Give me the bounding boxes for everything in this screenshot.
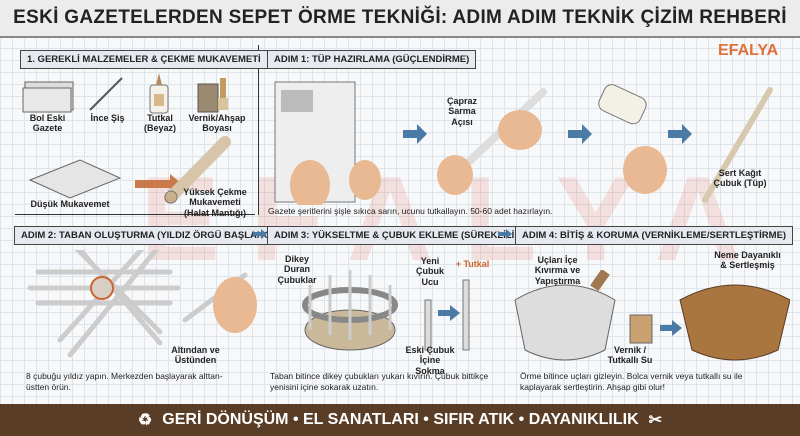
varnish-can-icon [197,78,228,113]
skewer-icon [89,77,123,111]
footer-text: GERİ DÖNÜŞÜM • EL SANATLARI • SIFIR ATIK… [162,411,639,428]
joined-tube-icon [462,279,470,351]
step1-label: ADIM 1: TÜP HAZIRLAMA (GÜÇLENDİRME) [267,50,477,69]
tube-icon [424,299,432,351]
divider [258,45,259,215]
brush-icon [590,270,610,292]
step4-illustration [514,270,790,361]
low-strength-label: Düşük Mukavemet [30,199,110,209]
raw-basket-icon [514,284,616,361]
step4-label: ADIM 4: BİTİŞ & KORUMA (VERNİKLEME/SERTL… [515,226,794,245]
glue-bottle-icon [149,73,169,114]
varnish-can-icon [629,314,653,344]
page-title: ESKİ GAZETELERDEN SEPET ÖRME TEKNİĞİ: AD… [0,0,800,38]
high-strength-label: Yüksek Çekme Mukavemeti (Halat Mantığı) [183,187,247,218]
step4-text: Örme bitince uçları gizleyin. Bolca vern… [520,371,743,392]
newspaper-stack-icon [22,81,74,113]
step2-text: 8 çubuğu yıldız yapın. Merkezden başlaya… [26,371,223,392]
rolled-tube-icon [164,136,231,204]
brand-logo: EFALYA [718,42,779,59]
material-glue: Tutkal (Beyaz) [143,113,176,134]
step3-illustration [302,270,470,351]
materials-label: 1. GEREKLİ MALZEMELER & ÇEKME MUKAVEMETİ [20,50,268,69]
divider [15,214,255,215]
step1-text: Gazete şeritlerini şişle sıkıca sarın, u… [268,206,553,216]
tube-result-label: Sert Kağıt Çubuk (Tüp) [713,168,767,189]
vertical-rods-label: Dikey Duran Çubuklar [277,254,317,285]
arrow-icon [568,124,592,144]
hand-icon [213,277,257,333]
material-skewer: İnce Şiş [90,113,125,123]
material-newspaper: Bol Eski Gazete [29,113,66,134]
footer-bar: ♻ GERİ DÖNÜŞÜM • EL SANATLARI • SIFIR AT… [0,404,800,436]
glue-label: + Tutkal [455,259,490,269]
arrow-icon [135,174,182,194]
step3-text: Taban bitince dikey çubukları yukarı kıv… [270,371,489,392]
flat-newspaper-icon [28,159,122,199]
arrow-icon [438,305,460,321]
insert-label: Eski Çubuk İçine Sokma [405,345,455,376]
step1-illustration [274,81,773,205]
rolling-tube-icon [437,88,547,195]
finished-label: Neme Dayanıklı & Sertleşmiş [714,250,781,271]
material-varnish: Vernik/Ahşap Boyası [188,113,246,134]
tools-icon: ✂ [648,412,663,429]
arrow-icon [253,229,267,239]
rods-icon [27,250,248,358]
materials-illustration [22,73,231,204]
paper-tube-icon [702,87,773,203]
center-circle [90,276,114,300]
recycle-icon: ♻ [137,412,153,429]
finished-basket-icon [679,284,790,361]
basket-frame-icon [302,270,398,351]
glue-bottle-icon [598,84,667,194]
new-tip-label: Yeni Çubuk Ucu [416,256,444,287]
arrow-icon [403,124,427,144]
star-base-illustration [27,250,257,358]
arrow-icon [668,124,692,144]
cross-angle-label: Çapraz Sarma Açısı [446,96,477,127]
step3-label: ADIM 3: YÜKSELTME & ÇUBUK EKLEME (SÜREKL… [267,226,532,245]
arrow-icon [498,229,512,239]
varnish-label: Vernik / Tutkallı Su [607,345,653,366]
hand-icon [290,160,381,205]
weave-label: Altından ve Üstünden [171,345,220,366]
step2-label: ADIM 2: TABAN OLUŞTURMA (YILDIZ ÖRGÜ BAŞ… [14,226,294,245]
tuck-label: Uçları İçe Kıvırma ve Yapıştırma [534,255,581,286]
arrow-icon [660,320,682,336]
